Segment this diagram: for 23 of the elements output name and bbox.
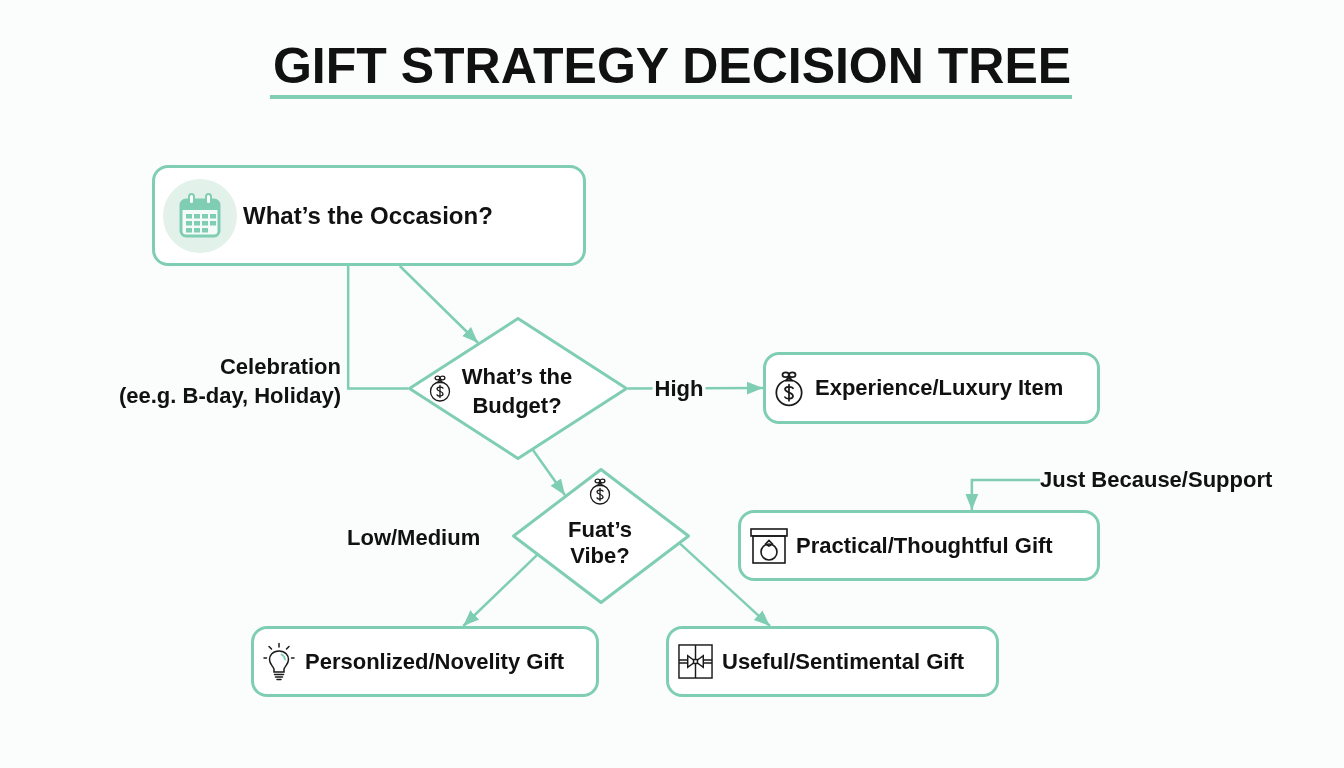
gift-option-text: Useful/Sentimental Gift (722, 648, 965, 675)
result-box (251, 626, 599, 697)
gift-option-text: Experience/Luxury Item (815, 375, 1064, 401)
result-box (763, 352, 1100, 424)
result-box (738, 510, 1100, 581)
gift-option-text: Personlized/Novelity Gift (305, 648, 565, 675)
arrow (531, 449, 567, 496)
branch-label: Just Because/Support (1040, 466, 1273, 494)
gift-option-text: Practical/Thoughtful Gift (796, 532, 1053, 559)
question-text: What’s the Occasion? (243, 201, 493, 230)
result-box (666, 626, 999, 697)
decision-diamond (408, 317, 628, 460)
title: GIFT STRATEGY DECISION TREE (272, 40, 1072, 92)
question-box (152, 165, 586, 266)
arrow (398, 265, 479, 344)
arrow (462, 554, 538, 627)
arrow (679, 542, 771, 627)
decision-diamond (512, 468, 690, 604)
question-text: Fuat’s Vibe? (567, 517, 633, 569)
branch-label: Low/Medium (347, 524, 481, 552)
question-text: What’s the Budget? (460, 363, 574, 420)
arrow (965, 478, 1040, 510)
connector-line (346, 266, 408, 390)
